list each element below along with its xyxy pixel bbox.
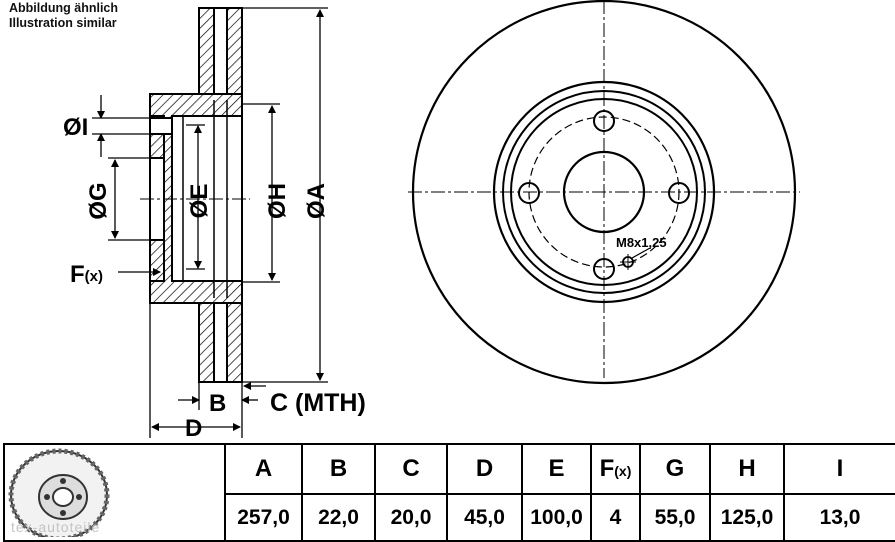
label-dim-a: ØA [303,183,330,219]
header-g: G [639,443,711,495]
hub-face-edge [510,98,698,286]
value-f: 4 [590,493,641,542]
thread-label: M8x1,25 [616,235,667,250]
spec-table: tex-autoteile A B C D E F(x) G H I 257,0… [3,443,895,542]
label-f: F(x) [70,261,103,288]
value-b: 22,0 [301,493,376,542]
dim-d [149,303,241,438]
dim-e [186,124,205,270]
disc-outer-edge [411,0,797,385]
hub-face-lower [149,239,165,282]
value-d: 45,0 [446,493,523,542]
value-c: 20,0 [374,493,448,542]
header-e: E [521,443,592,495]
dim-g [108,157,156,241]
table-values-row: 257,0 22,0 20,0 45,0 100,0 4 55,0 125,0 … [4,493,895,542]
bolt-hole-right [668,182,690,204]
table-header-row: tex-autoteile A B C D E F(x) G H I [3,443,895,542]
header-d: D [446,443,523,495]
dim-i [92,95,156,157]
bolt-circle [528,116,680,268]
thumbnail-cell: tex-autoteile [3,443,226,542]
header-b: B [301,443,376,495]
value-e: 100,0 [521,493,592,542]
value-g: 55,0 [639,493,711,542]
note-line-de: Abbildung ähnlich [9,1,119,15]
header-c: C [374,443,448,495]
value-a: 257,0 [224,493,303,542]
label-dim-g: ØG [85,182,112,219]
header-a: A [224,443,303,495]
hat-outer-edge [492,80,716,304]
label-b: B [209,390,226,417]
label-c-mth: C (MTH) [270,389,366,417]
header-f: F(x) [590,443,641,495]
bolt-hole-left [518,182,540,204]
value-i: 13,0 [783,493,895,542]
hat-inner-edge [502,90,706,294]
disc-front-view [408,0,800,385]
bolt-hole-section [149,117,173,135]
dim-b [178,382,258,438]
centre-bore-front [562,150,646,234]
note-line-en: Illustration similar [9,16,117,30]
label-dim-h: ØH [264,183,291,219]
watermark: tex-autoteile [11,519,101,535]
value-h: 125,0 [709,493,785,542]
dim-a [242,7,328,383]
header-i: I [783,443,895,495]
vent-channel-upper [213,7,228,101]
header-h: H [709,443,785,495]
bolt-hole-bottom [593,258,615,280]
label-dim-e: ØE [186,184,213,219]
label-dim-i: ØI [63,114,88,141]
vent-channel-lower [213,297,228,383]
label-d: D [185,415,202,440]
dim-h [242,103,280,283]
brake-disc-thumbnail-icon [8,448,110,537]
bolt-hole-top [593,110,615,132]
technical-drawing: ØI ØG ØE ØH ØA F(x) B C (MTH) D M8x1,25 [63,0,800,440]
